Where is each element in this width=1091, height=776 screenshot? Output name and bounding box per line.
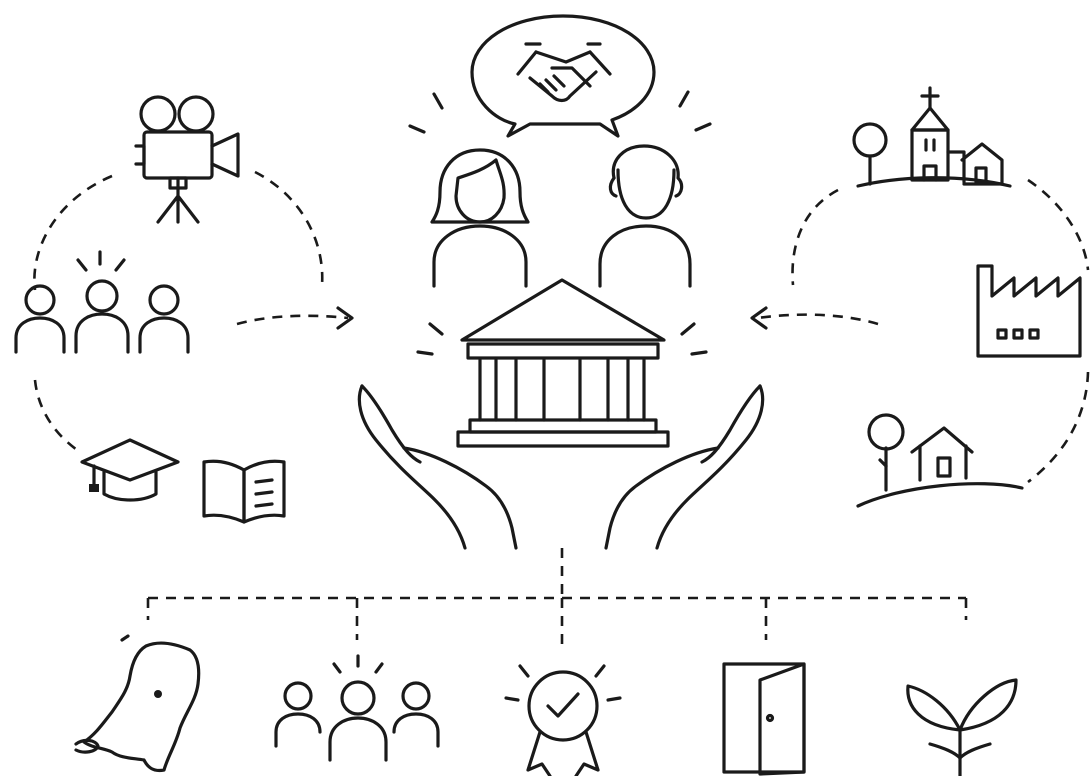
- speech-bubble-icon: [470, 14, 656, 138]
- quality-badge-icon: [504, 664, 622, 776]
- cupped-hands-icon: [357, 384, 765, 550]
- film-camera-icon: [134, 95, 240, 224]
- bottom-tree-connector: [146, 548, 968, 650]
- right-arrow: [750, 306, 879, 330]
- factory-icon: [976, 264, 1082, 358]
- people-group-icon: [274, 654, 440, 762]
- graduation-cap-icon: [80, 438, 180, 502]
- plant-sprout-icon: [906, 678, 1018, 776]
- left-arrow: [236, 306, 354, 330]
- government-building-icon: [416, 278, 708, 448]
- village-church-icon: [852, 86, 1012, 188]
- woman-icon: [430, 148, 530, 288]
- left-arc-connector: [33, 170, 324, 454]
- man-icon: [598, 144, 692, 288]
- netherlands-map-icon: [74, 634, 201, 773]
- right-arc-connector: [791, 178, 1090, 484]
- open-book-icon: [202, 459, 286, 524]
- sparkle-lines: [408, 90, 712, 134]
- handshake-icon: [516, 42, 612, 103]
- countryside-house-icon: [856, 413, 1024, 508]
- open-door-icon: [722, 662, 806, 776]
- audience-group-icon: [14, 250, 190, 354]
